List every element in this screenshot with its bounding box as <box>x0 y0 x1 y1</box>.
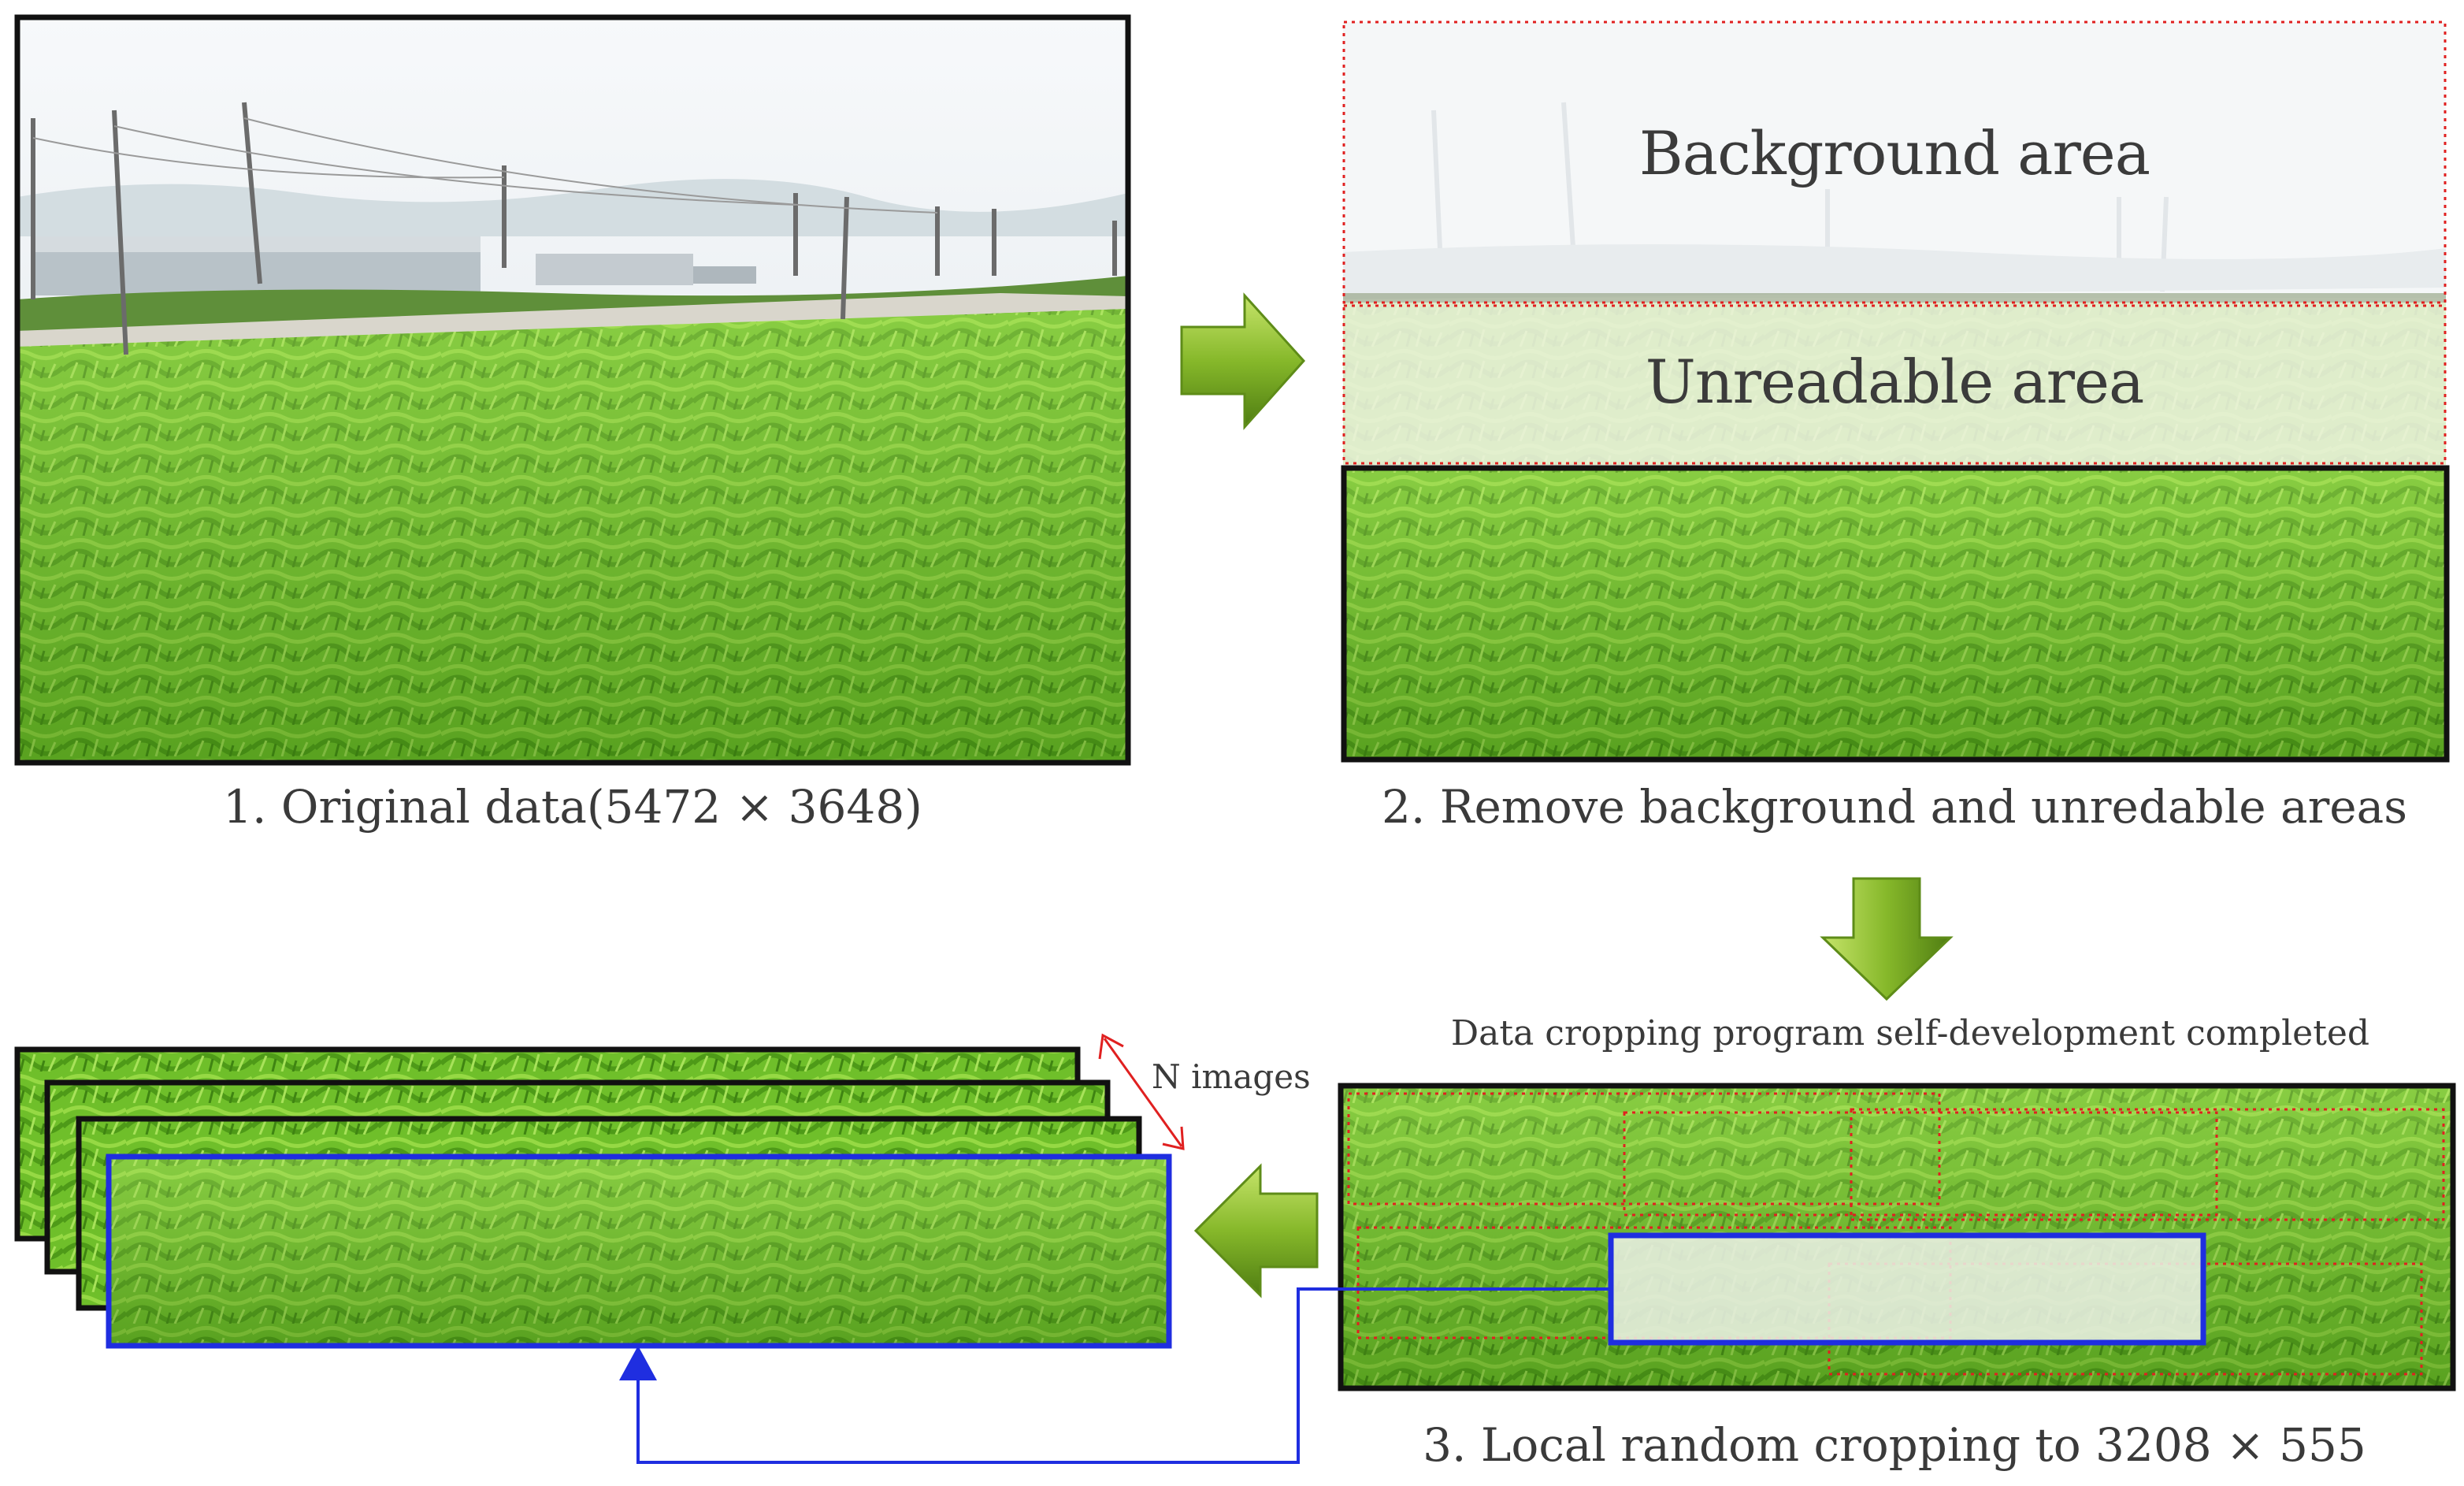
count-double-arrow-icon <box>1098 1033 1185 1150</box>
n-images-label: N images <box>1152 1057 1311 1096</box>
original-photo <box>14 14 1131 766</box>
selected-crop <box>1608 1232 2206 1346</box>
arrow-up-icon <box>619 1346 657 1380</box>
crop-candidate <box>1347 1092 1941 1206</box>
local-cropping-caption: 3. Local random cropping to 3208 × 555 <box>1423 1418 2366 1472</box>
unreadable-area-label: Unreadable area <box>1645 347 2145 417</box>
arrow-left-icon <box>1193 1163 1319 1298</box>
arrow-down-icon <box>1820 877 1954 1001</box>
background-area-label: Background area <box>1638 118 2150 188</box>
crop-to-stack-connector <box>619 1287 1611 1464</box>
cleaned-photo <box>1341 20 2450 763</box>
crop-candidate <box>1850 1108 2445 1221</box>
cropped-image-stack <box>14 1046 1172 1349</box>
remove-areas-caption: 2. Remove background and unredable areas <box>1382 780 2407 834</box>
original-data-caption: 1. Original data(5472 × 3648) <box>223 780 922 834</box>
cropping-photo <box>1338 1083 2456 1391</box>
stack-image-front <box>106 1154 1172 1349</box>
program-note: Data cropping program self-development c… <box>1450 1013 2370 1053</box>
arrow-right-icon <box>1180 292 1306 430</box>
